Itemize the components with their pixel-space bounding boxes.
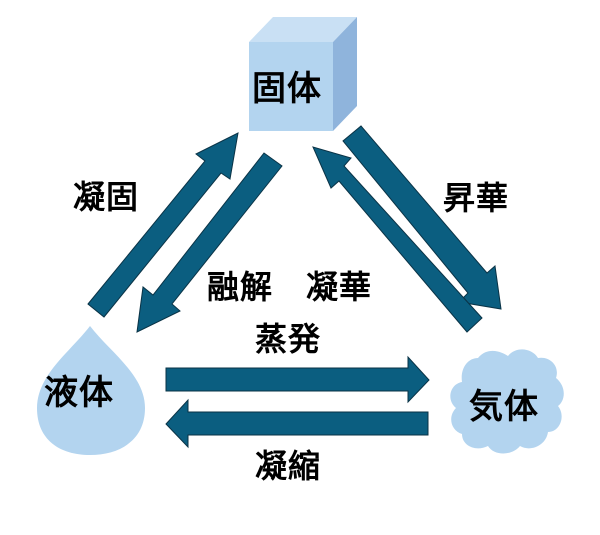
freezing-arrow: [87, 132, 239, 318]
condensation-label: 凝縮: [255, 447, 322, 485]
sublimation-label: 昇華: [443, 179, 510, 217]
melting-arrow: [136, 152, 283, 333]
gas-label: 気体: [469, 387, 539, 427]
condensation-arrow: [165, 398, 429, 449]
solid-label: 固体: [252, 69, 322, 109]
freezing-label: 凝固: [73, 178, 140, 216]
deposition-arrow: [312, 146, 483, 333]
sublimation-arrow: [342, 125, 502, 310]
melting-label: 融解: [207, 268, 274, 306]
evaporation-arrow: [165, 355, 430, 404]
droplet-shape: [37, 326, 145, 455]
deposition-label: 凝華: [306, 268, 373, 306]
evaporation-label: 蒸発: [255, 320, 322, 358]
cloud-shape: [450, 349, 564, 454]
cube-shape: [249, 17, 357, 131]
liquid-label: 液体: [44, 373, 114, 413]
